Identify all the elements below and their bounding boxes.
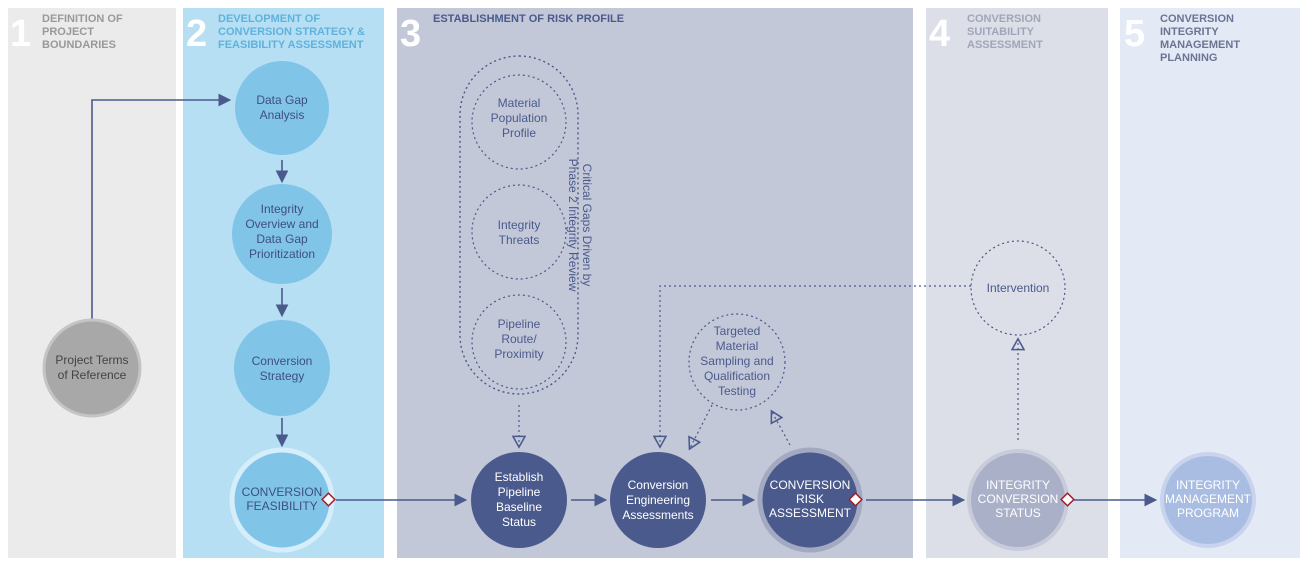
decision-diamond: [321, 492, 336, 507]
connectors: [91, 93, 1158, 507]
svg-text:2: 2: [186, 13, 207, 55]
node-targeted-sampling-outline: [688, 313, 786, 411]
decision-diamond: [848, 492, 863, 507]
node-integrity-threats-outline: [471, 184, 567, 280]
phase-3-header: 3 ESTABLISHMENT OF RISK PROFILE: [400, 13, 624, 55]
node-intervention[interactable]: Intervention: [987, 281, 1050, 295]
svg-text:3: 3: [400, 13, 421, 55]
svg-text:ESTABLISHMENT OF RISK PROFILE: ESTABLISHMENT OF RISK PROFILE: [433, 13, 624, 25]
svg-text:5: 5: [1124, 13, 1145, 55]
node-intervention-outline: [970, 240, 1066, 336]
svg-text:1: 1: [10, 13, 31, 55]
decision-diamond: [1060, 492, 1075, 507]
node-material-population-outline: [471, 74, 567, 170]
svg-text:4: 4: [929, 13, 950, 55]
dotted-connectors: [459, 55, 1018, 448]
critical-gaps-label: Critical Gaps Driven byPhase 2 Integrity…: [566, 159, 594, 292]
node-pipeline-route-outline: [471, 294, 567, 390]
